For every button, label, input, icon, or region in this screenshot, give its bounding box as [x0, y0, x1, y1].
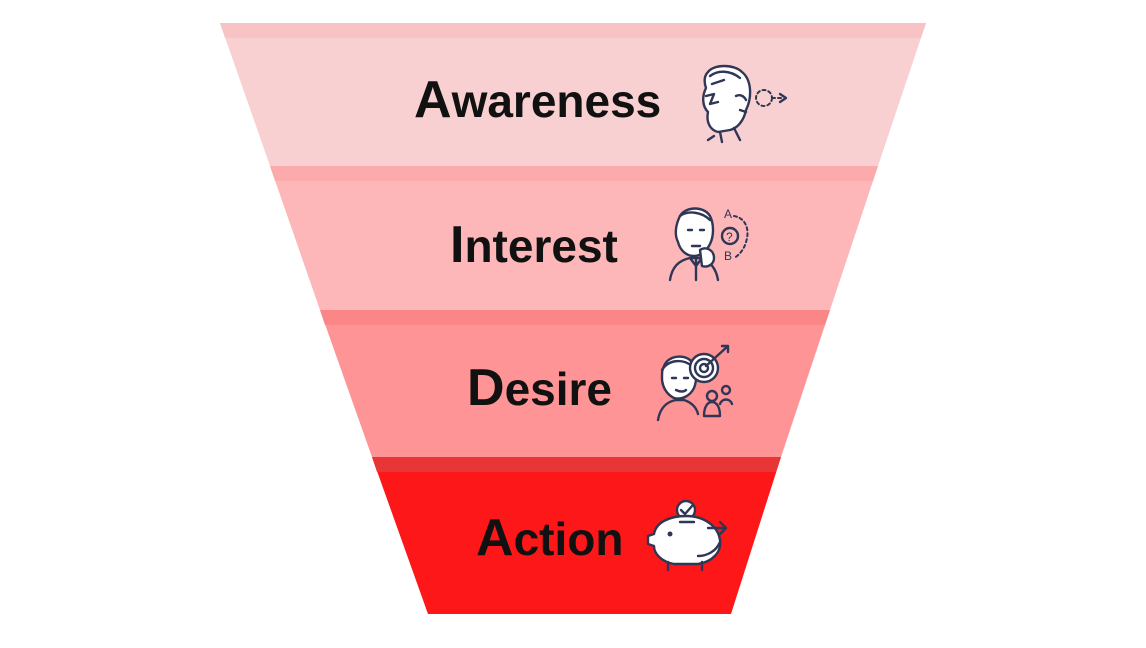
stage-desire-top-strip: [320, 310, 830, 325]
stage-action-rest: ction: [514, 513, 624, 565]
stage-awareness-rest: wareness: [451, 75, 662, 127]
funnel-stage-interest: Interest A B ?: [270, 166, 878, 310]
stage-action-band: [372, 457, 781, 614]
svg-text:A: A: [724, 207, 732, 221]
stage-desire-label: Desire: [467, 359, 612, 417]
stage-interest-top-strip: [270, 166, 878, 181]
person-eye-vision-icon: [702, 64, 788, 144]
stage-interest-band: [270, 166, 878, 310]
stage-interest-first-letter: I: [450, 216, 464, 274]
stage-awareness-top-strip: [220, 23, 926, 38]
stage-awareness-band: [220, 23, 926, 166]
person-thinking-question-icon: A B ?: [668, 207, 749, 282]
stage-interest-label: Interest: [450, 216, 618, 274]
stage-awareness-label: Awareness: [414, 71, 661, 129]
piggy-bank-icon: [646, 499, 728, 572]
stage-action-first-letter: A: [476, 509, 514, 567]
stage-action-top-strip: [372, 457, 781, 472]
funnel-stage-awareness: Awareness: [220, 23, 926, 166]
stage-desire-rest: esire: [505, 363, 612, 415]
stage-interest-rest: nterest: [464, 220, 617, 272]
funnel-stage-action: Action: [372, 457, 781, 614]
svg-text:?: ?: [726, 230, 733, 244]
stage-desire-band: [320, 310, 830, 457]
stage-action-label: Action: [476, 509, 623, 567]
stage-awareness-first-letter: A: [414, 71, 452, 129]
svg-text:B: B: [724, 249, 732, 263]
person-target-people-icon: [656, 344, 734, 422]
funnel-stage-desire: Desire: [320, 310, 830, 457]
stage-desire-first-letter: D: [467, 359, 505, 417]
